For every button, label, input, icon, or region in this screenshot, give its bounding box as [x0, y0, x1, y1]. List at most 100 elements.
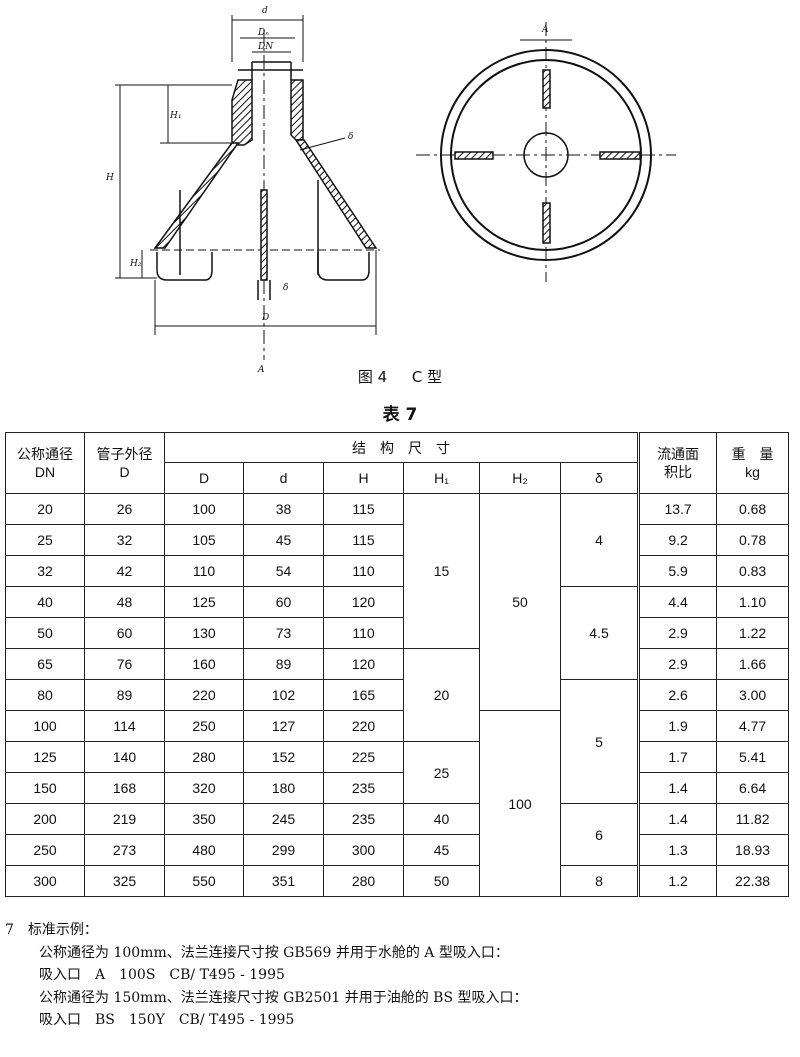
figure-caption: 图 4 C 型 — [0, 366, 800, 387]
cell-dn: 20 — [5, 493, 85, 525]
cell-h2: 50 — [479, 493, 561, 711]
cell-H: 235 — [323, 803, 404, 835]
cell-d: 152 — [243, 741, 324, 773]
table-row: 300 325 550 351 280 50 8 1.2 22.38 — [5, 865, 790, 897]
cell-dn: 125 — [5, 741, 85, 773]
cell-weight: 22.38 — [716, 865, 790, 897]
table-row: 50 60 130 73 110 2.9 1.22 — [5, 617, 790, 649]
table-row: 20 26 100 38 115 15 50 4 13.7 0.68 — [5, 493, 790, 711]
caption-type: C 型 — [411, 368, 443, 386]
cell-H: 120 — [323, 586, 404, 618]
cell-H: 235 — [323, 772, 404, 804]
cell-dn: 40 — [5, 586, 85, 618]
cell-ratio: 4.4 — [637, 586, 718, 618]
table-row: 200 219 350 245 235 40 6 1.4 11.82 — [5, 803, 790, 866]
cell-d: 60 — [243, 586, 324, 618]
cell-delta: 5 — [559, 679, 640, 804]
cell-dn: 150 — [5, 772, 85, 804]
cell-H: 110 — [323, 555, 404, 587]
top-view — [416, 22, 676, 282]
cell-delta: 6 — [559, 803, 640, 866]
label-D: D — [261, 313, 269, 323]
cell-h1: 20 — [403, 648, 480, 742]
cell-h1: 50 — [403, 865, 480, 897]
cell-pipe: 76 — [84, 648, 165, 680]
header-ratio: 流通面 积比 — [637, 432, 718, 494]
table-row: 65 76 160 89 120 20 2.9 1.66 — [5, 648, 790, 742]
cell-pipe: 219 — [84, 803, 165, 835]
cell-dn: 300 — [5, 865, 85, 897]
cell-pipe: 60 — [84, 617, 165, 649]
header-pipe: 管子外径 D — [84, 432, 165, 494]
label-dn-outer: Dₙ — [257, 28, 269, 38]
table-row: 100 114 250 127 220 100 1.9 4.77 — [5, 710, 790, 897]
cell-delta: 8 — [559, 865, 640, 897]
cell-H: 115 — [323, 493, 404, 525]
cell-weight: 6.64 — [716, 772, 790, 804]
notes-line-3: 公称通径为 150mm、法兰连接尺寸按 GB2501 并用于油舱的 BS 型吸入… — [39, 989, 528, 1006]
cell-weight: 11.82 — [716, 803, 790, 835]
cell-ratio: 2.9 — [637, 617, 718, 649]
cell-ratio: 2.6 — [637, 679, 718, 711]
cell-d: 45 — [243, 524, 324, 556]
cell-dn: 65 — [5, 648, 85, 680]
cell-weight: 0.78 — [716, 524, 790, 556]
cell-D: 250 — [164, 710, 244, 742]
notes-line-2: 吸入口 A 100S CB/ T495 - 1995 — [39, 967, 285, 983]
notes-heading: 7 标准示例： — [5, 922, 98, 938]
cell-h2: 100 — [479, 710, 561, 897]
cell-d: 180 — [243, 772, 324, 804]
header-H1: H₁ — [403, 462, 480, 494]
cell-H: 280 — [323, 865, 404, 897]
header-D: D — [164, 462, 244, 494]
cell-D: 550 — [164, 865, 244, 897]
side-view — [115, 15, 380, 360]
cell-pipe: 168 — [84, 772, 165, 804]
cell-H: 300 — [323, 834, 404, 866]
cell-pipe: 114 — [84, 710, 165, 742]
cell-d: 38 — [243, 493, 324, 525]
table-row: 250 273 480 299 300 45 1.3 18.93 — [5, 834, 790, 866]
cell-ratio: 1.4 — [637, 772, 718, 804]
label-A-top: A — [541, 25, 549, 35]
cell-dn: 80 — [5, 679, 85, 711]
cell-ratio: 1.9 — [637, 710, 718, 742]
cell-delta: 4 — [559, 493, 640, 587]
cell-d: 299 — [243, 834, 324, 866]
cell-d: 73 — [243, 617, 324, 649]
cell-delta: 4.5 — [559, 586, 640, 680]
cell-D: 480 — [164, 834, 244, 866]
cell-H: 110 — [323, 617, 404, 649]
notes-line-1: 公称通径为 100mm、法兰连接尺寸按 GB569 并用于水舱的 A 型吸入口： — [39, 944, 509, 961]
cell-weight: 4.77 — [716, 710, 790, 742]
cell-ratio: 1.7 — [637, 741, 718, 773]
table-row: 40 48 125 60 120 4.5 4.4 1.10 — [5, 586, 790, 680]
table-title: 表 7 — [382, 405, 418, 425]
cell-weight: 0.68 — [716, 493, 790, 525]
label-h2: H₂ — [129, 259, 142, 269]
technical-drawing: d Dₙ DN H₁ H H₂ δ δ D A A — [105, 6, 676, 375]
cell-pipe: 48 — [84, 586, 165, 618]
cell-ratio: 13.7 — [637, 493, 718, 525]
cell-D: 100 — [164, 493, 244, 525]
table-row: 125 140 280 152 225 25 1.7 5.41 — [5, 741, 790, 804]
table-row: 25 32 105 45 115 9.2 0.78 — [5, 524, 790, 556]
cell-ratio: 2.9 — [637, 648, 718, 680]
header-H2: H₂ — [479, 462, 561, 494]
cell-H: 220 — [323, 710, 404, 742]
label-DN: DN — [257, 42, 274, 52]
cell-ratio: 1.3 — [637, 834, 718, 866]
cell-H: 120 — [323, 648, 404, 680]
cell-ratio: 1.4 — [637, 803, 718, 835]
table-row: 80 89 220 102 165 5 2.6 3.00 — [5, 679, 790, 804]
cell-pipe: 325 — [84, 865, 165, 897]
cell-dn: 250 — [5, 834, 85, 866]
cell-D: 350 — [164, 803, 244, 835]
cell-weight: 18.93 — [716, 834, 790, 866]
cell-D: 280 — [164, 741, 244, 773]
notes-line-4: 吸入口 BS 150Y CB/ T495 - 1995 — [39, 1012, 295, 1028]
cell-D: 160 — [164, 648, 244, 680]
cell-dn: 32 — [5, 555, 85, 587]
label-h1: H₁ — [169, 111, 181, 121]
cell-D: 320 — [164, 772, 244, 804]
